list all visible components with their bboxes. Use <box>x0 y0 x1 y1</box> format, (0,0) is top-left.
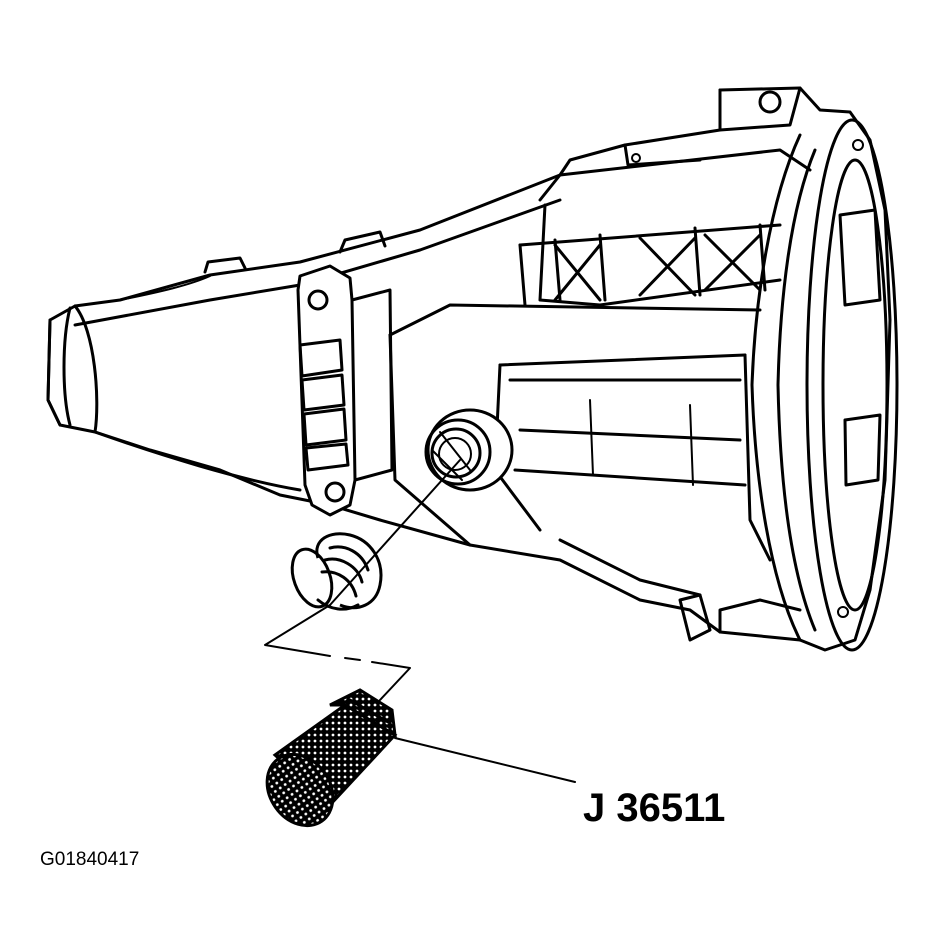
tool-number-label: J 36511 <box>583 786 726 830</box>
seal-component <box>290 532 383 611</box>
extension-housing <box>46 86 899 652</box>
figure-id: G01840417 <box>40 849 140 870</box>
seal-installer-tool <box>265 688 398 828</box>
alignment-leaders <box>264 459 576 783</box>
